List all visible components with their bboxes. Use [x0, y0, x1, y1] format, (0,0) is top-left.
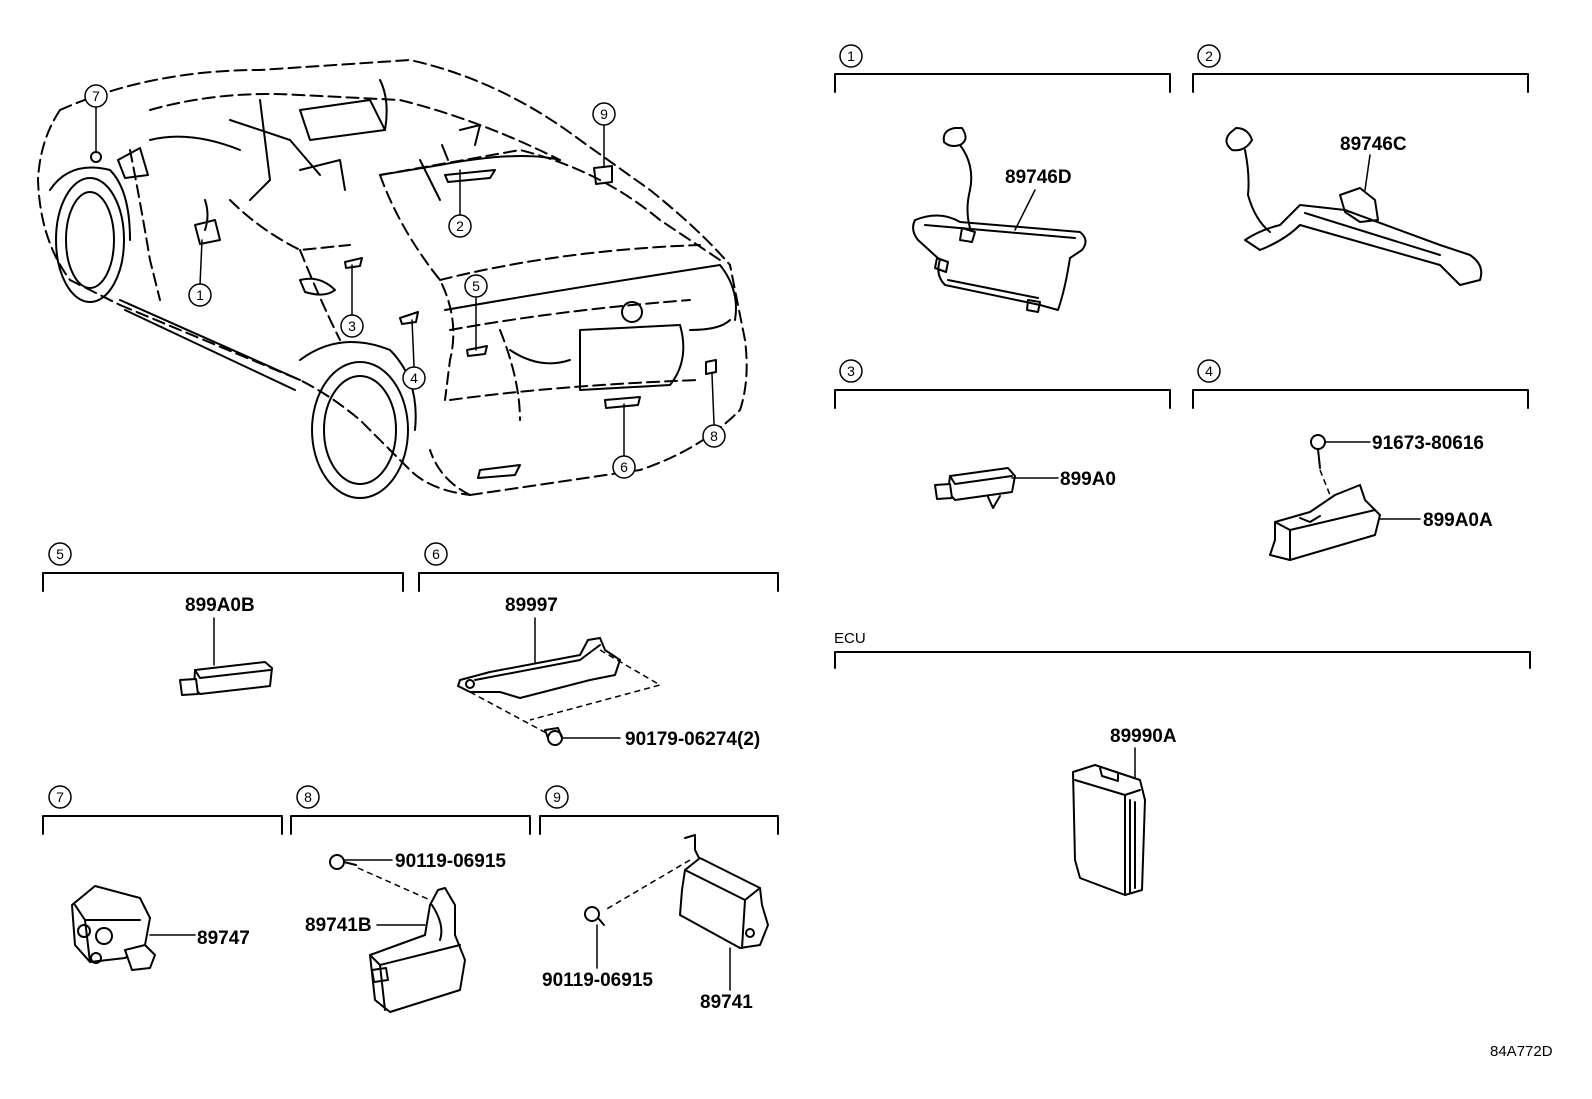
- part-899A0-label: 899A0: [1060, 469, 1116, 490]
- section-3: 3 899A0: [834, 359, 1171, 509]
- section-6-callout: 6: [432, 546, 440, 562]
- part-90119-06915-label-b: 90119-06915: [542, 970, 653, 991]
- part-89746C-label: 89746C: [1340, 134, 1407, 155]
- part-90119-06915-label-a: 90119-06915: [395, 851, 506, 872]
- ecu-section-label: ECU: [834, 630, 866, 647]
- car-callout-8: 8: [710, 428, 718, 444]
- section-3-callout: 3: [847, 363, 855, 379]
- car-overview: 1 2 3 4 5 6 7 8 9: [36, 58, 748, 499]
- section-7: 7 89747: [42, 785, 283, 971]
- diagram-code: 84A772D: [1490, 1043, 1553, 1060]
- section-8: 8 90119-06915 89741B: [290, 785, 531, 1013]
- section-6: 6 89997 90179-06274(2): [418, 542, 779, 750]
- section-1: 1 89746D: [834, 44, 1171, 313]
- part-91673-80616-label: 91673-80616: [1372, 433, 1484, 454]
- part-899A0B-label: 899A0B: [185, 595, 255, 616]
- part-89741-label: 89741: [700, 992, 753, 1013]
- car-callout-2: 2: [456, 218, 464, 234]
- part-89746D-label: 89746D: [1005, 167, 1072, 188]
- part-90179-06274-label: 90179-06274(2): [625, 729, 760, 750]
- section-7-callout: 7: [56, 789, 64, 805]
- part-899A0A-label: 899A0A: [1423, 510, 1493, 531]
- section-9-callout: 9: [553, 789, 561, 805]
- part-89741B-label: 89741B: [305, 915, 372, 936]
- section-ecu: ECU 89990A: [834, 630, 1531, 896]
- section-5-callout: 5: [56, 546, 64, 562]
- section-2: 2 89746C: [1192, 44, 1529, 286]
- section-5: 5 899A0B: [42, 542, 404, 696]
- car-callout-4: 4: [410, 370, 418, 386]
- car-callout-7: 7: [92, 88, 100, 104]
- section-8-callout: 8: [304, 789, 312, 805]
- car-callout-9: 9: [600, 106, 608, 122]
- section-2-callout: 2: [1205, 48, 1213, 64]
- part-89990A-label: 89990A: [1110, 726, 1177, 747]
- section-4-callout: 4: [1205, 363, 1213, 379]
- part-89747-label: 89747: [197, 928, 250, 949]
- car-callout-5: 5: [472, 278, 480, 294]
- car-callout-1: 1: [196, 287, 204, 303]
- section-4: 4 91673-80616 899A0A: [1192, 359, 1529, 561]
- section-1-callout: 1: [847, 48, 855, 64]
- car-callout-3: 3: [348, 318, 356, 334]
- section-9: 9 90119-06915 89741: [539, 785, 779, 1013]
- part-89997-label: 89997: [505, 595, 558, 616]
- car-callout-6: 6: [620, 459, 628, 475]
